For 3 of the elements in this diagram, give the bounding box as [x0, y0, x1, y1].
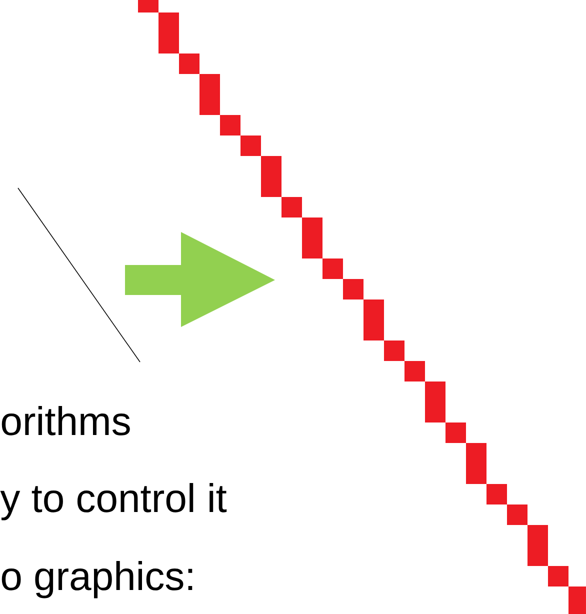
text-line: orithms — [2, 406, 130, 436]
text-line: o graphics: — [2, 561, 192, 598]
text-line: y to control it — [0, 483, 227, 520]
